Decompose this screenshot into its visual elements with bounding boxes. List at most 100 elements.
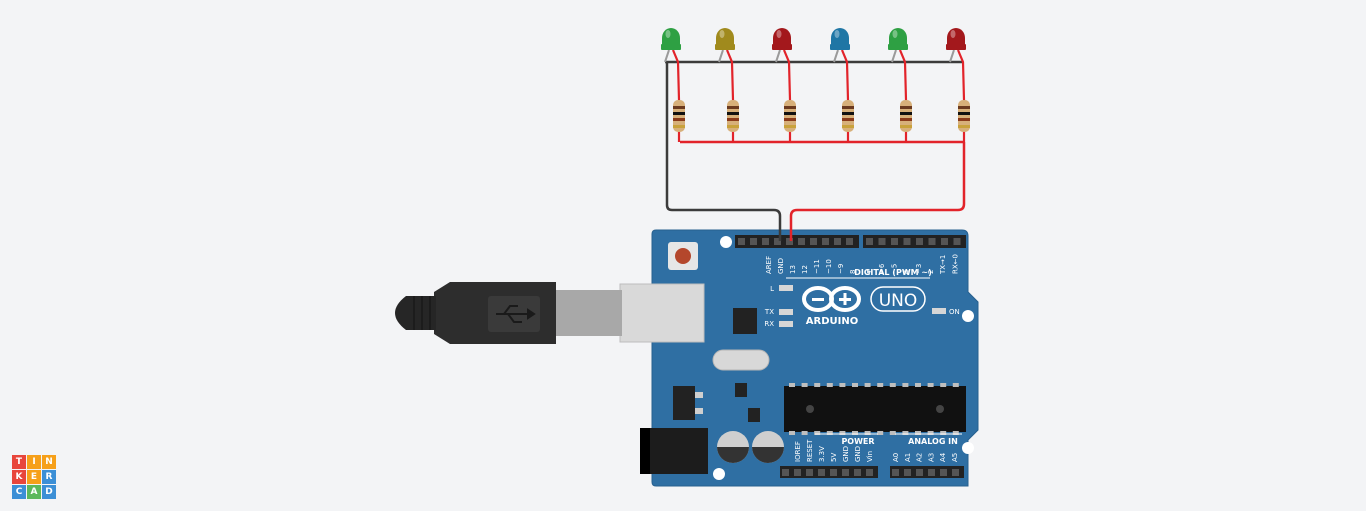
pin-label: A1 — [904, 453, 912, 462]
pin-label: 5V — [830, 453, 838, 462]
logo-letter: A — [27, 485, 41, 499]
usb-cable[interactable] — [395, 282, 705, 344]
logo-letter: T — [12, 455, 26, 469]
header-pin[interactable] — [866, 469, 873, 476]
header-pin[interactable] — [846, 238, 853, 245]
led-2[interactable] — [715, 28, 735, 50]
led-1[interactable] — [661, 28, 681, 50]
pin-label: 2 — [927, 270, 935, 274]
header-pin[interactable] — [904, 469, 911, 476]
pin-label: 3.3V — [818, 446, 826, 462]
resistor-5[interactable] — [900, 100, 912, 132]
usb-interface-chip — [733, 308, 757, 334]
header-pin[interactable] — [940, 469, 947, 476]
dc-power-jack[interactable] — [640, 428, 708, 474]
led-4[interactable] — [830, 28, 850, 50]
header-pin[interactable] — [941, 238, 948, 245]
header-pin[interactable] — [750, 238, 757, 245]
status-led-l — [779, 285, 793, 291]
pin-label: AREF — [765, 256, 773, 274]
header-pin[interactable] — [878, 238, 886, 245]
pin-label: GND — [777, 258, 785, 274]
header-pin[interactable] — [794, 469, 801, 476]
pin-label: RX←0 — [951, 254, 959, 274]
resistor-3[interactable] — [784, 100, 796, 132]
pin-label: 7 — [866, 270, 874, 274]
capacitor — [717, 431, 749, 463]
logo-letter: C — [12, 485, 26, 499]
pin-label: ~11 — [813, 259, 821, 274]
pin-label: A0 — [892, 453, 900, 462]
logo-letter: R — [42, 470, 56, 484]
pin-label: Vin — [866, 451, 874, 462]
header-pin[interactable] — [928, 469, 935, 476]
status-led-tx — [779, 309, 793, 315]
header-pin[interactable] — [834, 238, 841, 245]
ground-wire-to-gnd[interactable] — [665, 62, 782, 241]
header-pin[interactable] — [854, 469, 861, 476]
small-chip — [735, 383, 747, 397]
header-pin[interactable] — [762, 238, 769, 245]
header-pin[interactable] — [822, 238, 829, 245]
mount-hole — [713, 468, 725, 480]
header-pin[interactable] — [952, 469, 959, 476]
reset-button[interactable] — [668, 242, 698, 270]
pin-label: 8 — [849, 270, 857, 274]
header-pin[interactable] — [806, 469, 813, 476]
pin-label: 13 — [789, 265, 797, 274]
led-label-rx: RX — [764, 320, 774, 328]
crystal-oscillator — [712, 349, 770, 371]
header-pin[interactable] — [810, 238, 817, 245]
tinkercad-logo[interactable]: T I N K E R C A D — [12, 455, 56, 499]
header-pin[interactable] — [892, 469, 899, 476]
resistor-2[interactable] — [727, 100, 739, 132]
status-led-rx — [779, 321, 793, 327]
pin-label: 4 — [903, 269, 911, 274]
digital-header-right[interactable] — [863, 235, 966, 248]
resistor-1[interactable] — [673, 100, 685, 132]
power-header[interactable] — [780, 466, 878, 478]
pin-label: GND — [854, 446, 862, 462]
pin-label: IOREF — [794, 441, 802, 462]
power-header-label: POWER — [841, 437, 874, 446]
header-pin[interactable] — [928, 238, 936, 245]
signal-wire-to-pin13[interactable] — [789, 142, 966, 241]
logo-letter: E — [27, 470, 41, 484]
resistor-6[interactable] — [958, 100, 970, 132]
header-pin[interactable] — [953, 238, 961, 245]
header-pin[interactable] — [782, 469, 789, 476]
led-5[interactable] — [888, 28, 908, 50]
header-pin[interactable] — [818, 469, 825, 476]
wiring[interactable] — [664, 49, 966, 241]
logo-letter: K — [12, 470, 26, 484]
header-pin[interactable] — [798, 238, 805, 245]
header-pin[interactable] — [916, 238, 923, 245]
pin-label: ~6 — [878, 263, 886, 274]
header-pin[interactable] — [903, 238, 911, 245]
header-pin[interactable] — [866, 238, 873, 245]
header-pin[interactable] — [786, 238, 793, 245]
pin-label: A4 — [939, 452, 947, 462]
led-3[interactable] — [772, 28, 792, 50]
mount-hole — [962, 310, 974, 322]
header-pin[interactable] — [830, 469, 837, 476]
mount-hole — [962, 442, 974, 454]
pin-label: ~5 — [890, 264, 898, 274]
usb-icon — [496, 305, 536, 323]
pin-label: ~3 — [915, 264, 923, 274]
header-pin[interactable] — [774, 238, 781, 245]
pin-label: 12 — [801, 265, 809, 274]
led-label-tx: TX — [764, 308, 774, 316]
pin-label: GND — [842, 446, 850, 462]
header-pin[interactable] — [916, 469, 923, 476]
resistor-4[interactable] — [842, 100, 854, 132]
header-pin[interactable] — [891, 238, 898, 245]
led-6[interactable] — [946, 28, 966, 50]
header-pin[interactable] — [738, 238, 745, 245]
header-pin[interactable] — [842, 469, 849, 476]
